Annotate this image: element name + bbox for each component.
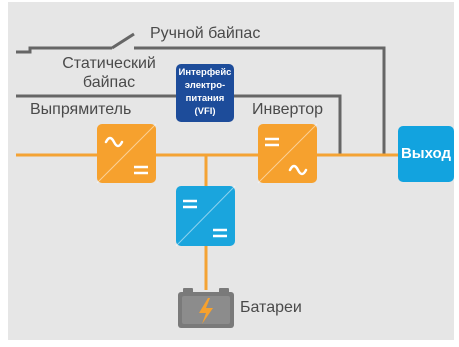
static-bypass-label-line1: Статический (62, 55, 156, 72)
vfi-block-text: Интерфейс электро- питания (VFI) (176, 66, 234, 118)
battery-icon (178, 288, 234, 328)
manual-bypass-line-left (16, 46, 112, 54)
vfi-line-4: (VFI) (194, 106, 216, 117)
dc-lines-icon (265, 137, 279, 147)
rectifier-label: Выпрямитель (30, 101, 132, 118)
sine-wave-icon (288, 164, 308, 176)
dc-lines-icon (183, 199, 197, 209)
rectifier-block (96, 123, 157, 184)
manual-bypass-label: Ручной байпас (150, 25, 261, 42)
vfi-line-3: питания (185, 93, 225, 104)
vfi-line-1: Интерфейс (178, 67, 232, 78)
sine-wave-icon (104, 136, 124, 148)
dc-lines-icon (134, 165, 148, 175)
static-bypass-label-line2: байпас (82, 74, 136, 91)
dc-lines-icon (213, 228, 227, 238)
output-block (398, 126, 454, 182)
vfi-line-2: электро- (184, 80, 226, 91)
inverter-block (257, 123, 318, 184)
manual-bypass-switch-icon (111, 32, 135, 50)
static-bypass-line (16, 94, 342, 155)
inverter-label: Инвертор (252, 101, 324, 118)
lightning-bolt-icon (199, 298, 213, 324)
output-label: Выход (400, 145, 452, 162)
manual-bypass-line-right (134, 46, 386, 155)
vfi-block (176, 64, 234, 122)
dc-converter-block (175, 185, 236, 247)
batteries-label: Батареи (240, 299, 302, 316)
diagram-background (8, 2, 454, 340)
